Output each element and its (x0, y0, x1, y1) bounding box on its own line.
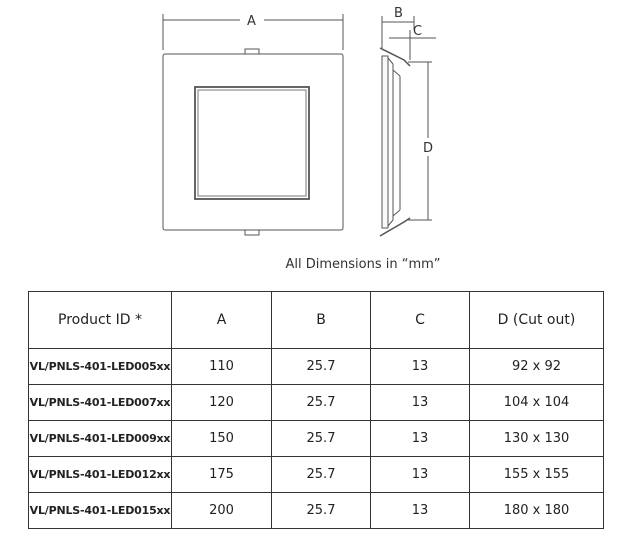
table-row: VL/PNLS-401-LED005xx 110 25.7 13 92 x 92 (28, 348, 604, 385)
cell-d: 92 x 92 (469, 348, 604, 385)
cell-d: 180 x 180 (469, 492, 604, 529)
dim-a-label: A (247, 14, 256, 29)
cell-b: 25.7 (271, 420, 371, 457)
panel-inner-lens (194, 86, 310, 200)
side-bottom-spring (379, 217, 411, 237)
cell-c: 13 (370, 420, 470, 457)
cell-c: 13 (370, 348, 470, 385)
dimension-drawing: A B C D (162, 6, 436, 237)
cell-d: 130 x 130 (469, 420, 604, 457)
top-clip (244, 48, 260, 55)
table-row: VL/PNLS-401-LED007xx 120 25.7 13 104 x 1… (28, 384, 604, 421)
cell-b: 25.7 (271, 384, 371, 421)
cell-a: 120 (171, 384, 272, 421)
cell-a: 110 (171, 348, 272, 385)
dim-b-label: B (394, 6, 403, 21)
cell-product-id: VL/PNLS-401-LED005xx (28, 348, 172, 385)
dim-c-label: C (413, 24, 422, 39)
dim-d-label: D (423, 141, 433, 156)
table-row: VL/PNLS-401-LED015xx 200 25.7 13 180 x 1… (28, 492, 604, 529)
header-d-cutout: D (Cut out) (469, 291, 604, 349)
cell-c: 13 (370, 492, 470, 529)
cell-a: 150 (171, 420, 272, 457)
header-b: B (271, 291, 371, 349)
table-header-row: Product ID * A B C D (Cut out) (28, 291, 604, 349)
cell-a: 175 (171, 456, 272, 493)
dimensions-caption: All Dimensions in “mm” (285, 257, 441, 272)
header-c: C (370, 291, 470, 349)
dimensions-table: Product ID * A B C D (Cut out) VL/PNLS-4… (28, 291, 604, 529)
cell-product-id: VL/PNLS-401-LED007xx (28, 384, 172, 421)
cell-product-id: VL/PNLS-401-LED009xx (28, 420, 172, 457)
cell-d: 155 x 155 (469, 456, 604, 493)
header-product-id: Product ID * (28, 291, 172, 349)
side-view-body (381, 55, 389, 229)
cell-b: 25.7 (271, 492, 371, 529)
table-row: VL/PNLS-401-LED012xx 175 25.7 13 155 x 1… (28, 456, 604, 493)
header-a: A (171, 291, 272, 349)
cell-b: 25.7 (271, 348, 371, 385)
table-row: VL/PNLS-401-LED009xx 150 25.7 13 130 x 1… (28, 420, 604, 457)
cell-c: 13 (370, 384, 470, 421)
cell-c: 13 (370, 456, 470, 493)
cell-a: 200 (171, 492, 272, 529)
side-top-spring (379, 47, 411, 67)
cell-product-id: VL/PNLS-401-LED012xx (28, 456, 172, 493)
bottom-clip (244, 229, 260, 236)
panel-outer-frame (162, 53, 344, 231)
cell-b: 25.7 (271, 456, 371, 493)
cell-product-id: VL/PNLS-401-LED015xx (28, 492, 172, 529)
cell-d: 104 x 104 (469, 384, 604, 421)
